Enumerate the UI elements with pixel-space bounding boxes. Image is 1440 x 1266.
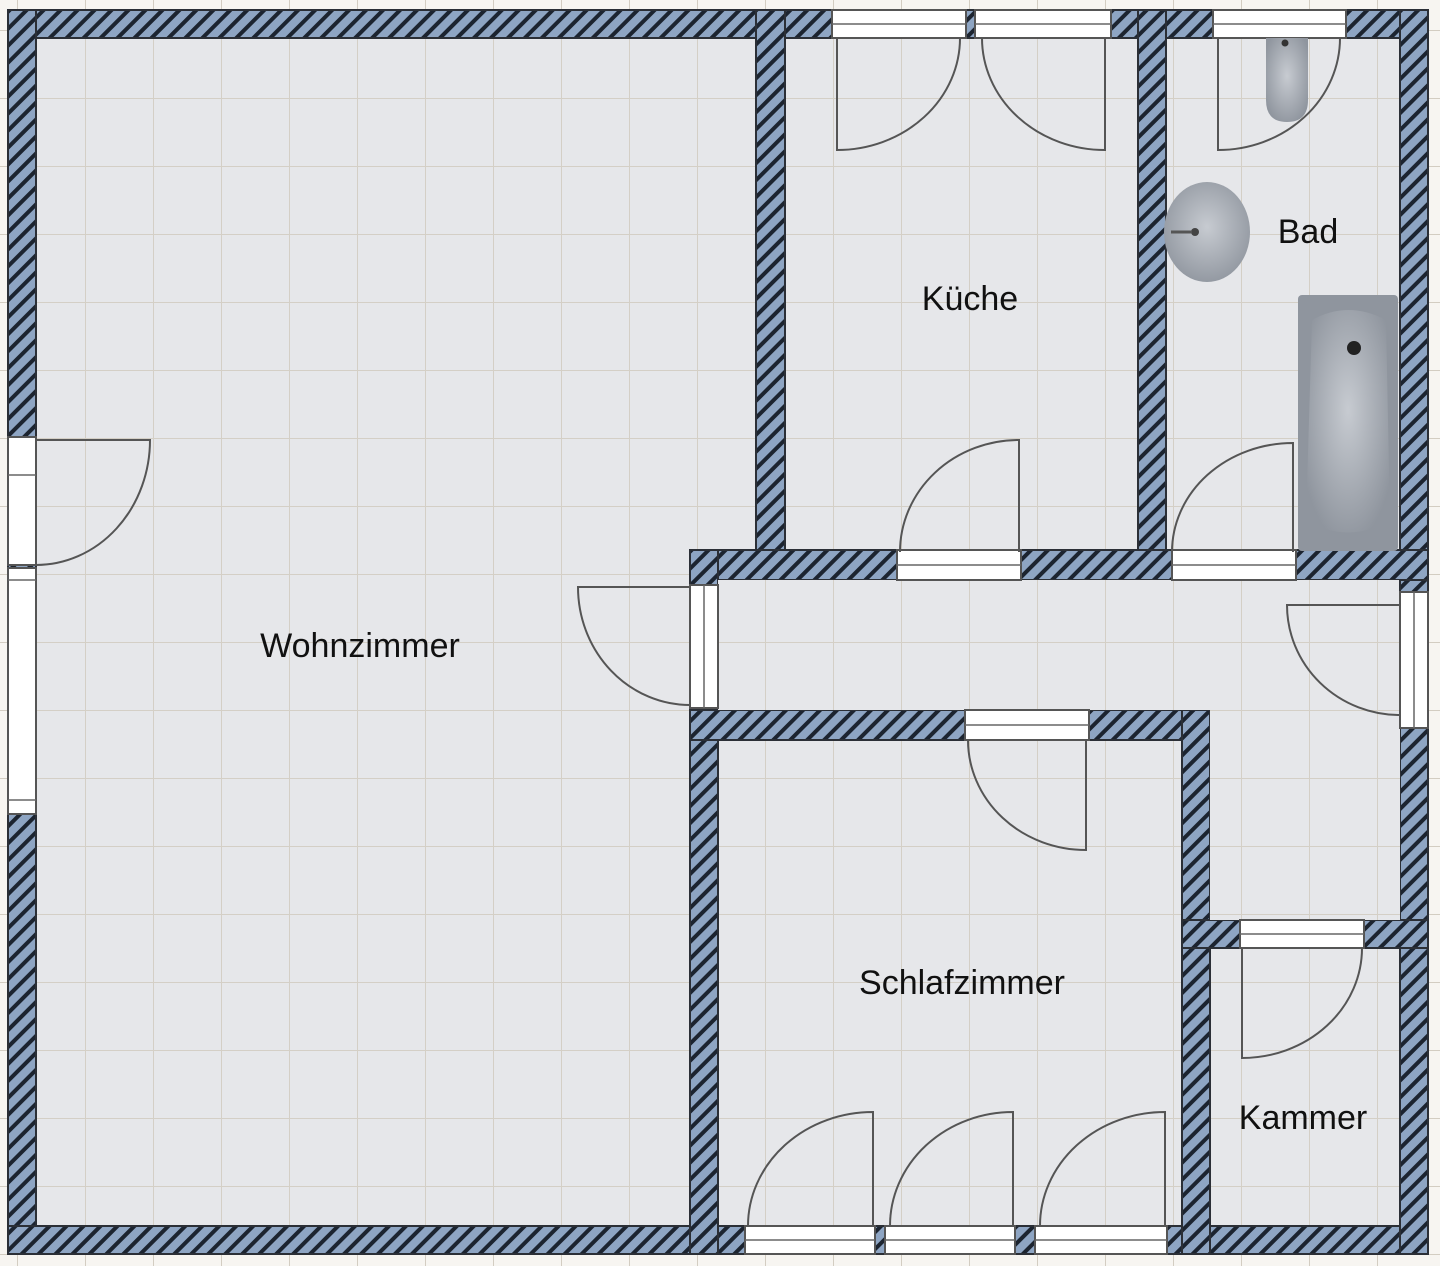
door-swings <box>35 37 1401 1227</box>
room-label-kueche: Küche <box>922 280 1018 318</box>
door-swing <box>1171 441 1294 553</box>
door-swing <box>747 1110 874 1227</box>
door-swing <box>836 37 961 152</box>
window <box>7 567 37 815</box>
room-label-schlafzimmer: Schlafzimmer <box>859 964 1065 1002</box>
door-swing <box>899 438 1020 553</box>
door-swing <box>889 1110 1014 1227</box>
door-swing <box>1241 947 1363 1060</box>
room-label-bad: Bad <box>1278 213 1339 251</box>
toilet-icon <box>1266 38 1308 122</box>
door-swing <box>981 37 1106 152</box>
door-swing <box>1217 37 1341 152</box>
door-swing <box>1285 604 1401 716</box>
door-swing <box>1039 1110 1166 1227</box>
door-swing <box>967 739 1087 852</box>
room-label-wohnzimmer: Wohnzimmer <box>260 627 460 665</box>
room-label-kammer: Kammer <box>1239 1099 1367 1137</box>
door-swing <box>576 586 691 706</box>
bathtub-icon <box>1298 295 1398 551</box>
window <box>7 436 37 566</box>
door-swing <box>35 439 152 566</box>
openings <box>7 9 1429 1255</box>
sink-icon <box>1164 182 1250 282</box>
